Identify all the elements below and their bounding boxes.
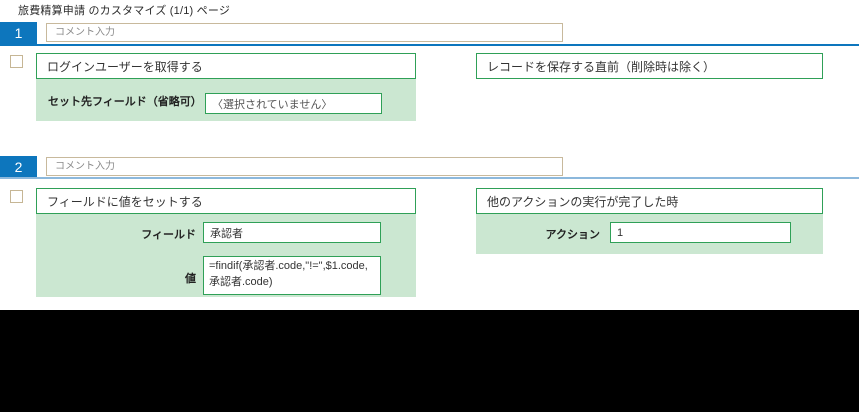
step-2-action-title: フィールドに値をセットする: [47, 194, 203, 209]
step-2-trigger-title-box[interactable]: 他のアクションの実行が完了した時: [476, 188, 823, 214]
step-1-action-config-panel: セット先フィールド（省略可） 〈選択されていません〉: [36, 79, 416, 121]
action-ref-input[interactable]: [610, 222, 791, 243]
step-2-trigger-config-panel: アクション: [476, 214, 823, 254]
page-title: 旅費精算申請 のカスタマイズ (1/1) ページ: [18, 5, 231, 17]
set-field-select[interactable]: 〈選択されていません〉: [205, 93, 382, 114]
field-name-label: フィールド: [141, 229, 196, 241]
set-field-label: セット先フィールド（省略可）: [48, 96, 202, 108]
step-2-comment-input[interactable]: [46, 157, 563, 176]
step-1-trigger-title: レコードを保存する直前（削除時は除く）: [487, 59, 716, 74]
step-1-trigger-title-box[interactable]: レコードを保存する直前（削除時は除く）: [476, 53, 823, 79]
footer-black-region: [0, 310, 859, 412]
step-2-trigger-title: 他のアクションの実行が完了した時: [487, 194, 679, 209]
field-name-input[interactable]: [203, 222, 381, 243]
value-formula-textarea[interactable]: =findif(承認者.code,"!=",$1.code,承認者.code): [203, 256, 381, 295]
step-1-comment-input[interactable]: [46, 23, 563, 42]
step-1-divider: [0, 44, 859, 46]
action-ref-label: アクション: [545, 229, 600, 241]
step-1-number-badge: 1: [0, 22, 37, 44]
step-1-action-title: ログインユーザーを取得する: [47, 59, 203, 74]
step-2-number-badge: 2: [0, 156, 37, 178]
step-1-action-title-box[interactable]: ログインユーザーを取得する: [36, 53, 416, 79]
value-label: 値: [185, 273, 196, 285]
step-2-divider: [0, 177, 859, 179]
step-2-select-checkbox[interactable]: [10, 190, 23, 203]
step-2-action-title-box[interactable]: フィールドに値をセットする: [36, 188, 416, 214]
step-1-select-checkbox[interactable]: [10, 55, 23, 68]
step-2-action-config-panel: フィールド 値 =findif(承認者.code,"!=",$1.code,承認…: [36, 214, 416, 297]
